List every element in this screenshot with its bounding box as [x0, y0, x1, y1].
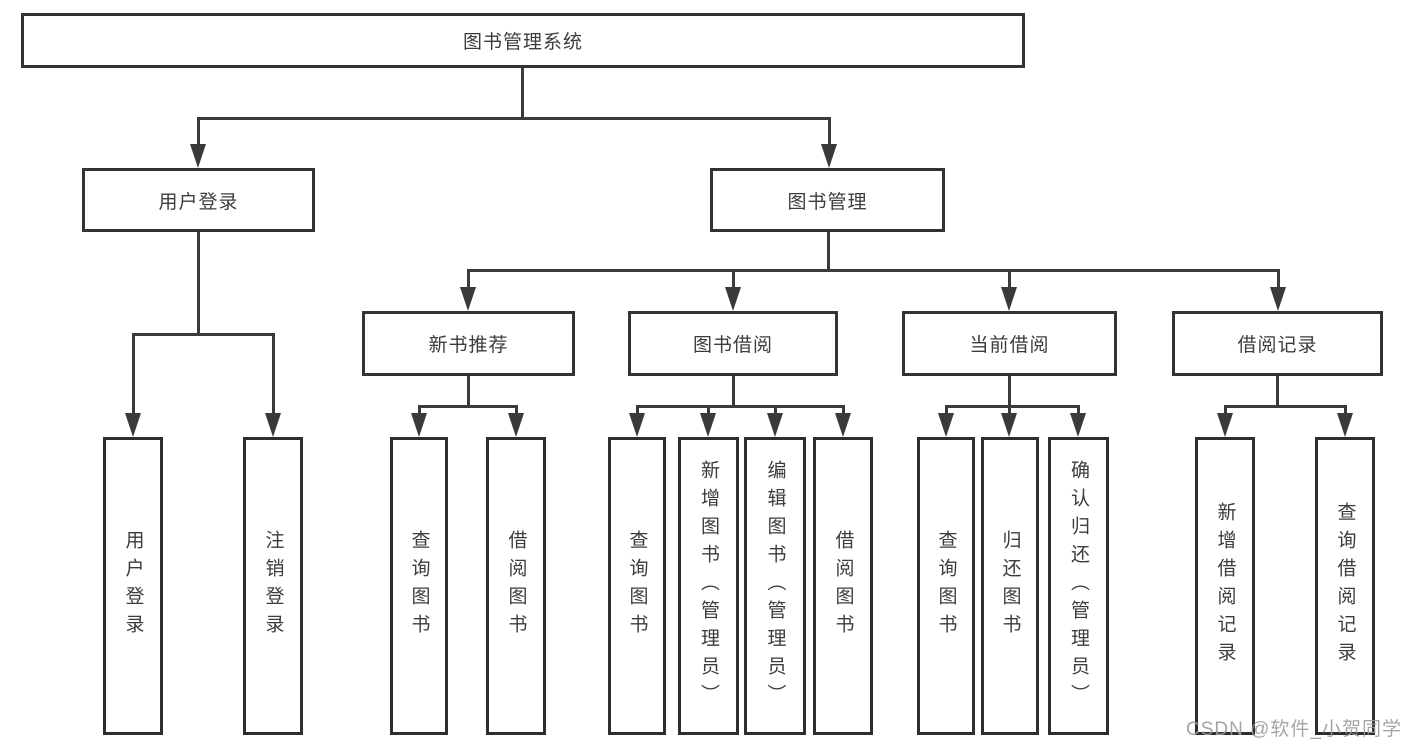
leaf-query-books-recommend: 查询图书 [390, 437, 448, 735]
leaf-logout-label: 注销登录 [262, 530, 284, 642]
leaf-borrow-books-label: 借阅图书 [832, 530, 854, 642]
connector-line [197, 117, 200, 150]
arrow-down-icon [835, 413, 851, 437]
leaf-query-books-current-label: 查询图书 [935, 530, 957, 642]
node-current-borrow-label: 当前借阅 [969, 335, 1050, 356]
leaf-query-borrow-record-label: 查询借阅记录 [1334, 502, 1356, 670]
arrow-down-icon [265, 413, 281, 437]
connector-line [467, 376, 470, 407]
leaf-edit-books-admin: 编辑图书（管理员） [744, 437, 806, 735]
connector-line [197, 117, 831, 120]
leaf-query-books-borrow-label: 查询图书 [626, 530, 648, 642]
arrow-down-icon [508, 413, 524, 437]
node-borrow-records-label: 借阅记录 [1237, 335, 1318, 356]
leaf-return-books: 归还图书 [981, 437, 1039, 735]
connector-line [1008, 405, 1011, 417]
connector-line [272, 333, 275, 416]
leaf-logout: 注销登录 [243, 437, 303, 735]
arrow-down-icon [767, 413, 783, 437]
leaf-query-books-borrow: 查询图书 [608, 437, 666, 735]
leaf-user-login: 用户登录 [103, 437, 163, 735]
arrow-down-icon [190, 144, 206, 168]
connector-line [467, 269, 1280, 272]
connector-line [636, 405, 845, 408]
arrow-down-icon [125, 413, 141, 437]
node-book-borrow-label: 图书借阅 [692, 335, 773, 356]
arrow-down-icon [629, 413, 645, 437]
connector-line [132, 333, 275, 336]
csdn-watermark: CSDN @软件_小贺同学 [1186, 719, 1402, 740]
node-user-login-label: 用户登录 [158, 191, 239, 213]
leaf-user-login-label: 用户登录 [122, 530, 144, 642]
node-root-system: 图书管理系统 [21, 13, 1025, 68]
node-book-management: 图书管理 [710, 168, 945, 232]
node-book-borrow: 图书借阅 [628, 311, 838, 376]
connector-line [1008, 269, 1011, 291]
node-borrow-records: 借阅记录 [1172, 311, 1383, 376]
leaf-add-borrow-record: 新增借阅记录 [1195, 437, 1255, 735]
leaf-edit-books-admin-label: 编辑图书（管理员） [764, 460, 786, 712]
connector-line [1277, 269, 1280, 291]
leaf-confirm-return-admin: 确认归还（管理员） [1048, 437, 1109, 735]
leaf-query-books-current: 查询图书 [917, 437, 975, 735]
leaf-query-books-recommend-label: 查询图书 [408, 530, 430, 642]
node-root-label: 图书管理系统 [462, 32, 583, 53]
leaf-borrow-books: 借阅图书 [813, 437, 873, 735]
connector-line [842, 405, 845, 417]
connector-line [132, 333, 135, 416]
leaf-add-books-admin-label: 新增图书（管理员） [698, 460, 719, 712]
connector-line [515, 405, 518, 417]
arrow-down-icon [1070, 413, 1086, 437]
connector-line [1344, 405, 1347, 417]
arrow-down-icon [821, 144, 837, 168]
connector-line [1224, 405, 1346, 408]
leaf-add-books-admin: 新增图书（管理员） [678, 437, 739, 735]
connector-line [1276, 376, 1279, 407]
arrow-down-icon [938, 413, 954, 437]
arrow-down-icon [700, 413, 716, 437]
leaf-borrow-books-recommend-label: 借阅图书 [505, 530, 527, 642]
node-book-management-label: 图书管理 [787, 191, 868, 213]
connector-line [1224, 405, 1227, 417]
connector-line [827, 232, 830, 271]
connector-line [945, 405, 948, 417]
connector-line [707, 405, 710, 417]
connector-line [828, 117, 831, 150]
arrow-down-icon [1337, 413, 1353, 437]
connector-line [1077, 405, 1080, 417]
arrow-down-icon [1270, 287, 1286, 311]
connector-line [418, 405, 518, 408]
node-current-borrow: 当前借阅 [902, 311, 1117, 376]
connector-line [636, 405, 639, 417]
arrow-down-icon [725, 287, 741, 311]
node-new-book-recommend: 新书推荐 [362, 311, 575, 376]
leaf-query-borrow-record: 查询借阅记录 [1315, 437, 1375, 735]
leaf-confirm-return-admin-label: 确认归还（管理员） [1068, 460, 1089, 712]
leaf-return-books-label: 归还图书 [999, 530, 1021, 642]
connector-line [521, 68, 524, 119]
arrow-down-icon [460, 287, 476, 311]
arrow-down-icon [411, 413, 427, 437]
connector-line [1008, 376, 1011, 407]
leaf-borrow-books-recommend: 借阅图书 [486, 437, 546, 735]
arrow-down-icon [1217, 413, 1233, 437]
node-user-login: 用户登录 [82, 168, 315, 232]
connector-line [732, 269, 735, 291]
arrow-down-icon [1001, 287, 1017, 311]
connector-line [945, 405, 1080, 408]
arrow-down-icon [1001, 413, 1017, 437]
connector-line [774, 405, 777, 417]
connector-line [467, 269, 470, 291]
connector-line [732, 376, 735, 407]
connector-line [197, 232, 200, 335]
leaf-add-borrow-record-label: 新增借阅记录 [1214, 502, 1236, 670]
connector-line [418, 405, 421, 417]
node-new-book-recommend-label: 新书推荐 [428, 335, 509, 356]
